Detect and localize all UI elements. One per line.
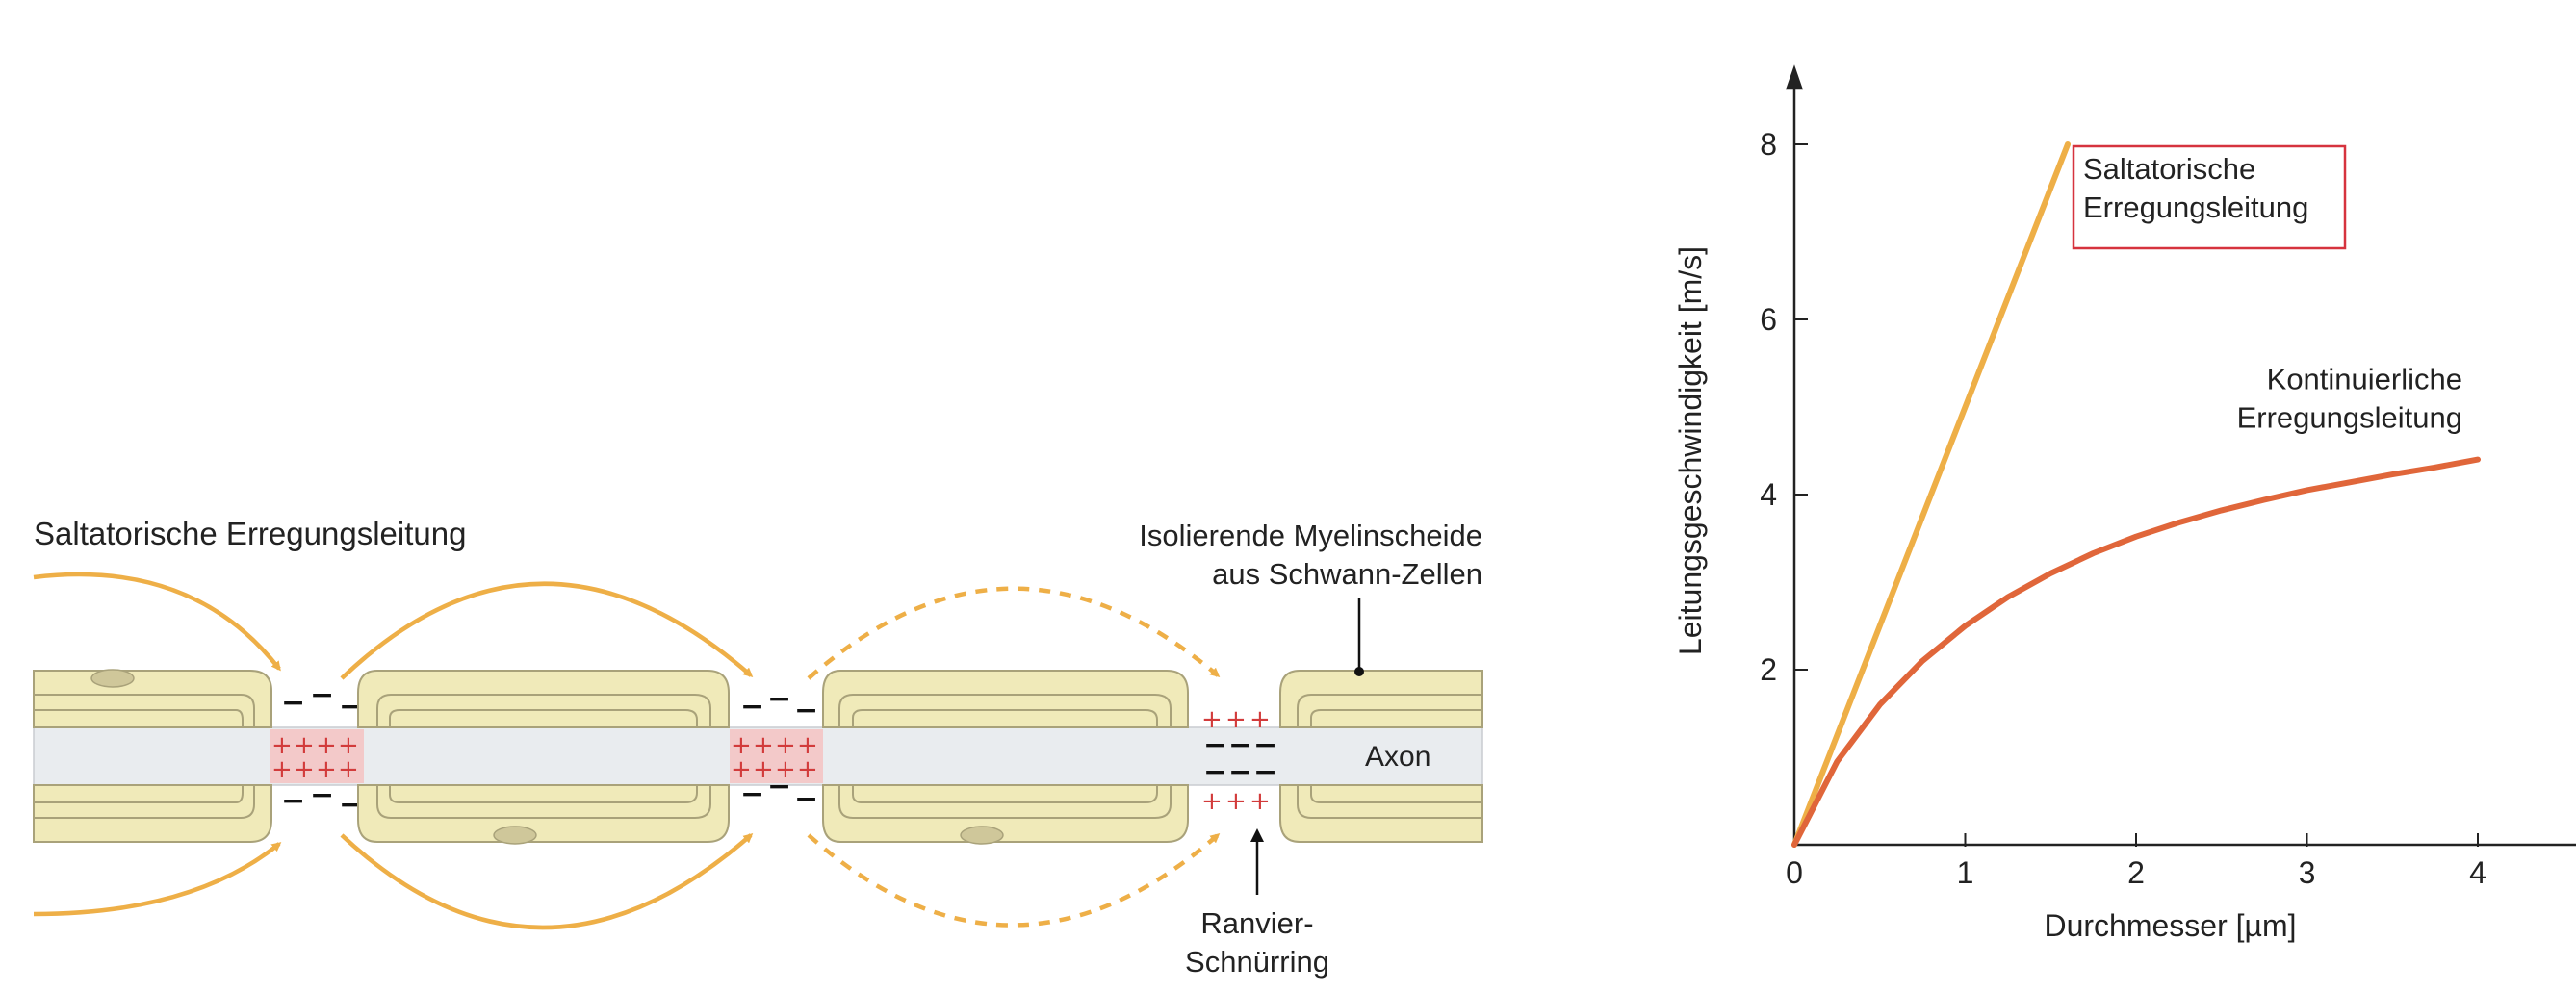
plus-sign: + (753, 755, 774, 784)
series-label-continuous-line1: Kontinuierliche (2267, 363, 2462, 396)
plus-sign: + (1225, 705, 1247, 734)
schwann-cell-top-3 (822, 670, 1189, 728)
schwann-cell-top-1 (33, 670, 272, 728)
schwann-cell-bottom-4 (1279, 784, 1483, 843)
node-charges-plus: + + + + + + + + + + + + + + + + + + + + … (271, 705, 1271, 816)
nucleus (90, 669, 135, 688)
plus-sign: + (797, 755, 818, 784)
schwann-cell-top-4 (1279, 670, 1483, 728)
node-charges-minus: − − − − − − − − − − − − − − − − − − (281, 678, 1277, 822)
x-tick-label: 3 (2299, 855, 2316, 890)
plus-sign: + (271, 755, 293, 784)
y-tick-label: 6 (1760, 302, 1777, 337)
minus-sign: − (1228, 728, 1252, 762)
plus-sign: + (316, 731, 337, 760)
x-tick-label: 4 (2469, 855, 2486, 890)
current-arrow (340, 581, 754, 680)
series-line-saltatory (1791, 141, 2071, 848)
myelin-pointer-dot (1354, 667, 1364, 676)
schwann-nuclei (90, 669, 1004, 845)
axis-ticks: 0 1 2 3 4 2 4 6 8 (1760, 127, 2486, 890)
y-axis-arrowhead (1786, 64, 1803, 90)
current-arrow (33, 572, 281, 672)
nucleus (960, 826, 1004, 845)
ranvier-node-active-1 (270, 729, 364, 783)
saltatory-diagram: Saltatorische Erregungsleitung Axon + + … (33, 516, 1483, 979)
plus-sign: + (731, 731, 752, 760)
y-tick-label: 2 (1760, 652, 1777, 687)
minus-sign: − (1253, 755, 1277, 789)
ranvier-node-active-2 (730, 729, 823, 783)
minus-sign: − (281, 784, 305, 818)
minus-sign: − (794, 694, 818, 727)
y-tick-label: 8 (1760, 127, 1777, 162)
minus-sign: − (281, 686, 305, 720)
current-arrow-predicted (807, 586, 1221, 680)
y-axis-label: Leitungsgeschwindigkeit [m/s] (1673, 246, 1708, 655)
local-current-arrows (33, 572, 1221, 930)
series-label-saltatory-line1: Saltatorische (2083, 152, 2255, 186)
minus-sign: − (740, 777, 764, 811)
diagram-title: Saltatorische Erregungsleitung (34, 516, 466, 551)
plus-sign: + (316, 755, 337, 784)
myelin-sheath (33, 670, 1483, 843)
minus-sign: − (794, 782, 818, 816)
minus-sign: − (1253, 728, 1277, 762)
plus-sign: + (1225, 787, 1247, 816)
plus-sign: + (731, 755, 752, 784)
schwann-cell-bottom-2 (357, 784, 730, 843)
plus-sign: + (753, 731, 774, 760)
myelin-wraps (34, 694, 1482, 819)
current-arrow-predicted (807, 833, 1221, 928)
series-layer (1791, 141, 2481, 848)
series-labels: SaltatorischeErregungsleitungKontinuierl… (2072, 144, 2462, 435)
plus-sign: + (338, 755, 359, 784)
plus-sign: + (775, 755, 796, 784)
plus-sign: + (1249, 787, 1271, 816)
plus-sign: + (797, 731, 818, 760)
plus-sign: + (338, 731, 359, 760)
schwann-cell-bottom-1 (33, 784, 272, 843)
plus-sign: + (294, 731, 315, 760)
series-label-saltatory-line2: Erregungsleitung (2083, 191, 2308, 224)
series-label-box (2072, 144, 2347, 250)
minus-sign: − (767, 682, 791, 716)
x-axis-label: Durchmesser [µm] (2044, 908, 2296, 943)
plus-sign: + (294, 755, 315, 784)
plus-sign: + (775, 731, 796, 760)
series-line-continuous (1791, 456, 2481, 848)
plus-sign: + (271, 731, 293, 760)
node-label-line1: Ranvier- (1200, 906, 1313, 940)
minus-sign: − (1228, 755, 1252, 789)
minus-sign: − (310, 678, 334, 712)
axon-label: Axon (1365, 741, 1430, 773)
myelin-label-line1: Isolierende Myelinscheide (1139, 519, 1482, 552)
x-tick-label: 1 (1957, 855, 1974, 890)
node-label-line2: Schnürring (1185, 945, 1329, 979)
nucleus (493, 826, 537, 845)
series-label-continuous-line2: Erregungsleitung (2237, 401, 2462, 435)
plus-sign: + (1249, 705, 1271, 734)
current-arrow (340, 833, 754, 930)
minus-sign: − (1203, 728, 1227, 762)
schwann-cell-top-2 (357, 670, 730, 728)
x-tick-label: 0 (1786, 855, 1803, 890)
minus-sign: − (310, 778, 334, 812)
plus-sign: + (1201, 705, 1223, 734)
minus-sign: − (767, 770, 791, 803)
myelin-label-line2: aus Schwann-Zellen (1212, 557, 1482, 591)
schwann-cell-bottom-3 (822, 784, 1189, 843)
current-arrow (33, 842, 282, 917)
minus-sign: − (1203, 755, 1227, 789)
x-tick-label: 2 (2127, 855, 2145, 890)
y-tick-label: 4 (1760, 477, 1777, 512)
minus-sign: − (740, 690, 764, 724)
plus-sign: + (1201, 787, 1223, 816)
